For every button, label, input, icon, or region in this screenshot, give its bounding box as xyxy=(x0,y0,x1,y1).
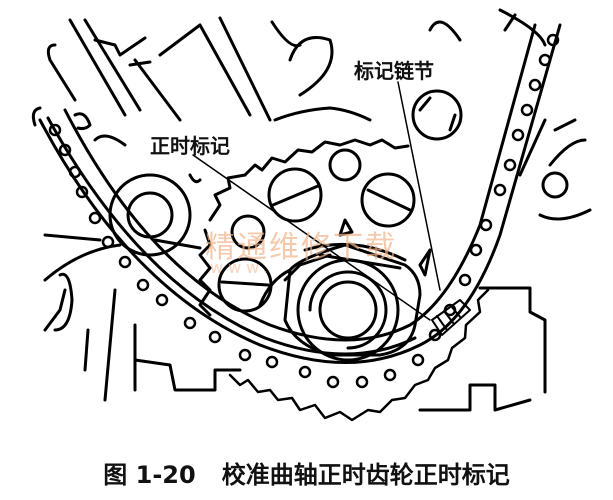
figure-number: 图 1-20 xyxy=(103,461,196,489)
watermark-url: www. xyxy=(210,258,273,277)
marked-chain-link xyxy=(431,299,471,336)
marked-link-label: 标记链节 xyxy=(354,59,434,83)
crankshaft-sprocket xyxy=(258,242,422,362)
tensioner-pulley xyxy=(411,89,463,141)
timing-chain-diagram: 正时标记 标记链节 精通维修下载 www. xyxy=(31,8,592,422)
timing-chain xyxy=(38,23,562,364)
chain-rollers xyxy=(48,33,560,389)
figure-title: 校准曲轴正时齿轮正时标记 xyxy=(221,461,510,489)
watermark-text: 精通维修下载 xyxy=(205,230,397,265)
engine-line-drawing xyxy=(31,8,592,422)
leader-lines xyxy=(192,81,441,321)
timing-mark-label: 正时标记 xyxy=(150,134,230,158)
engine-block-lines xyxy=(31,8,592,412)
figure-caption: 图 1-20 校准曲轴正时齿轮正时标记 xyxy=(0,455,613,490)
sprocket-teeth xyxy=(228,288,490,422)
